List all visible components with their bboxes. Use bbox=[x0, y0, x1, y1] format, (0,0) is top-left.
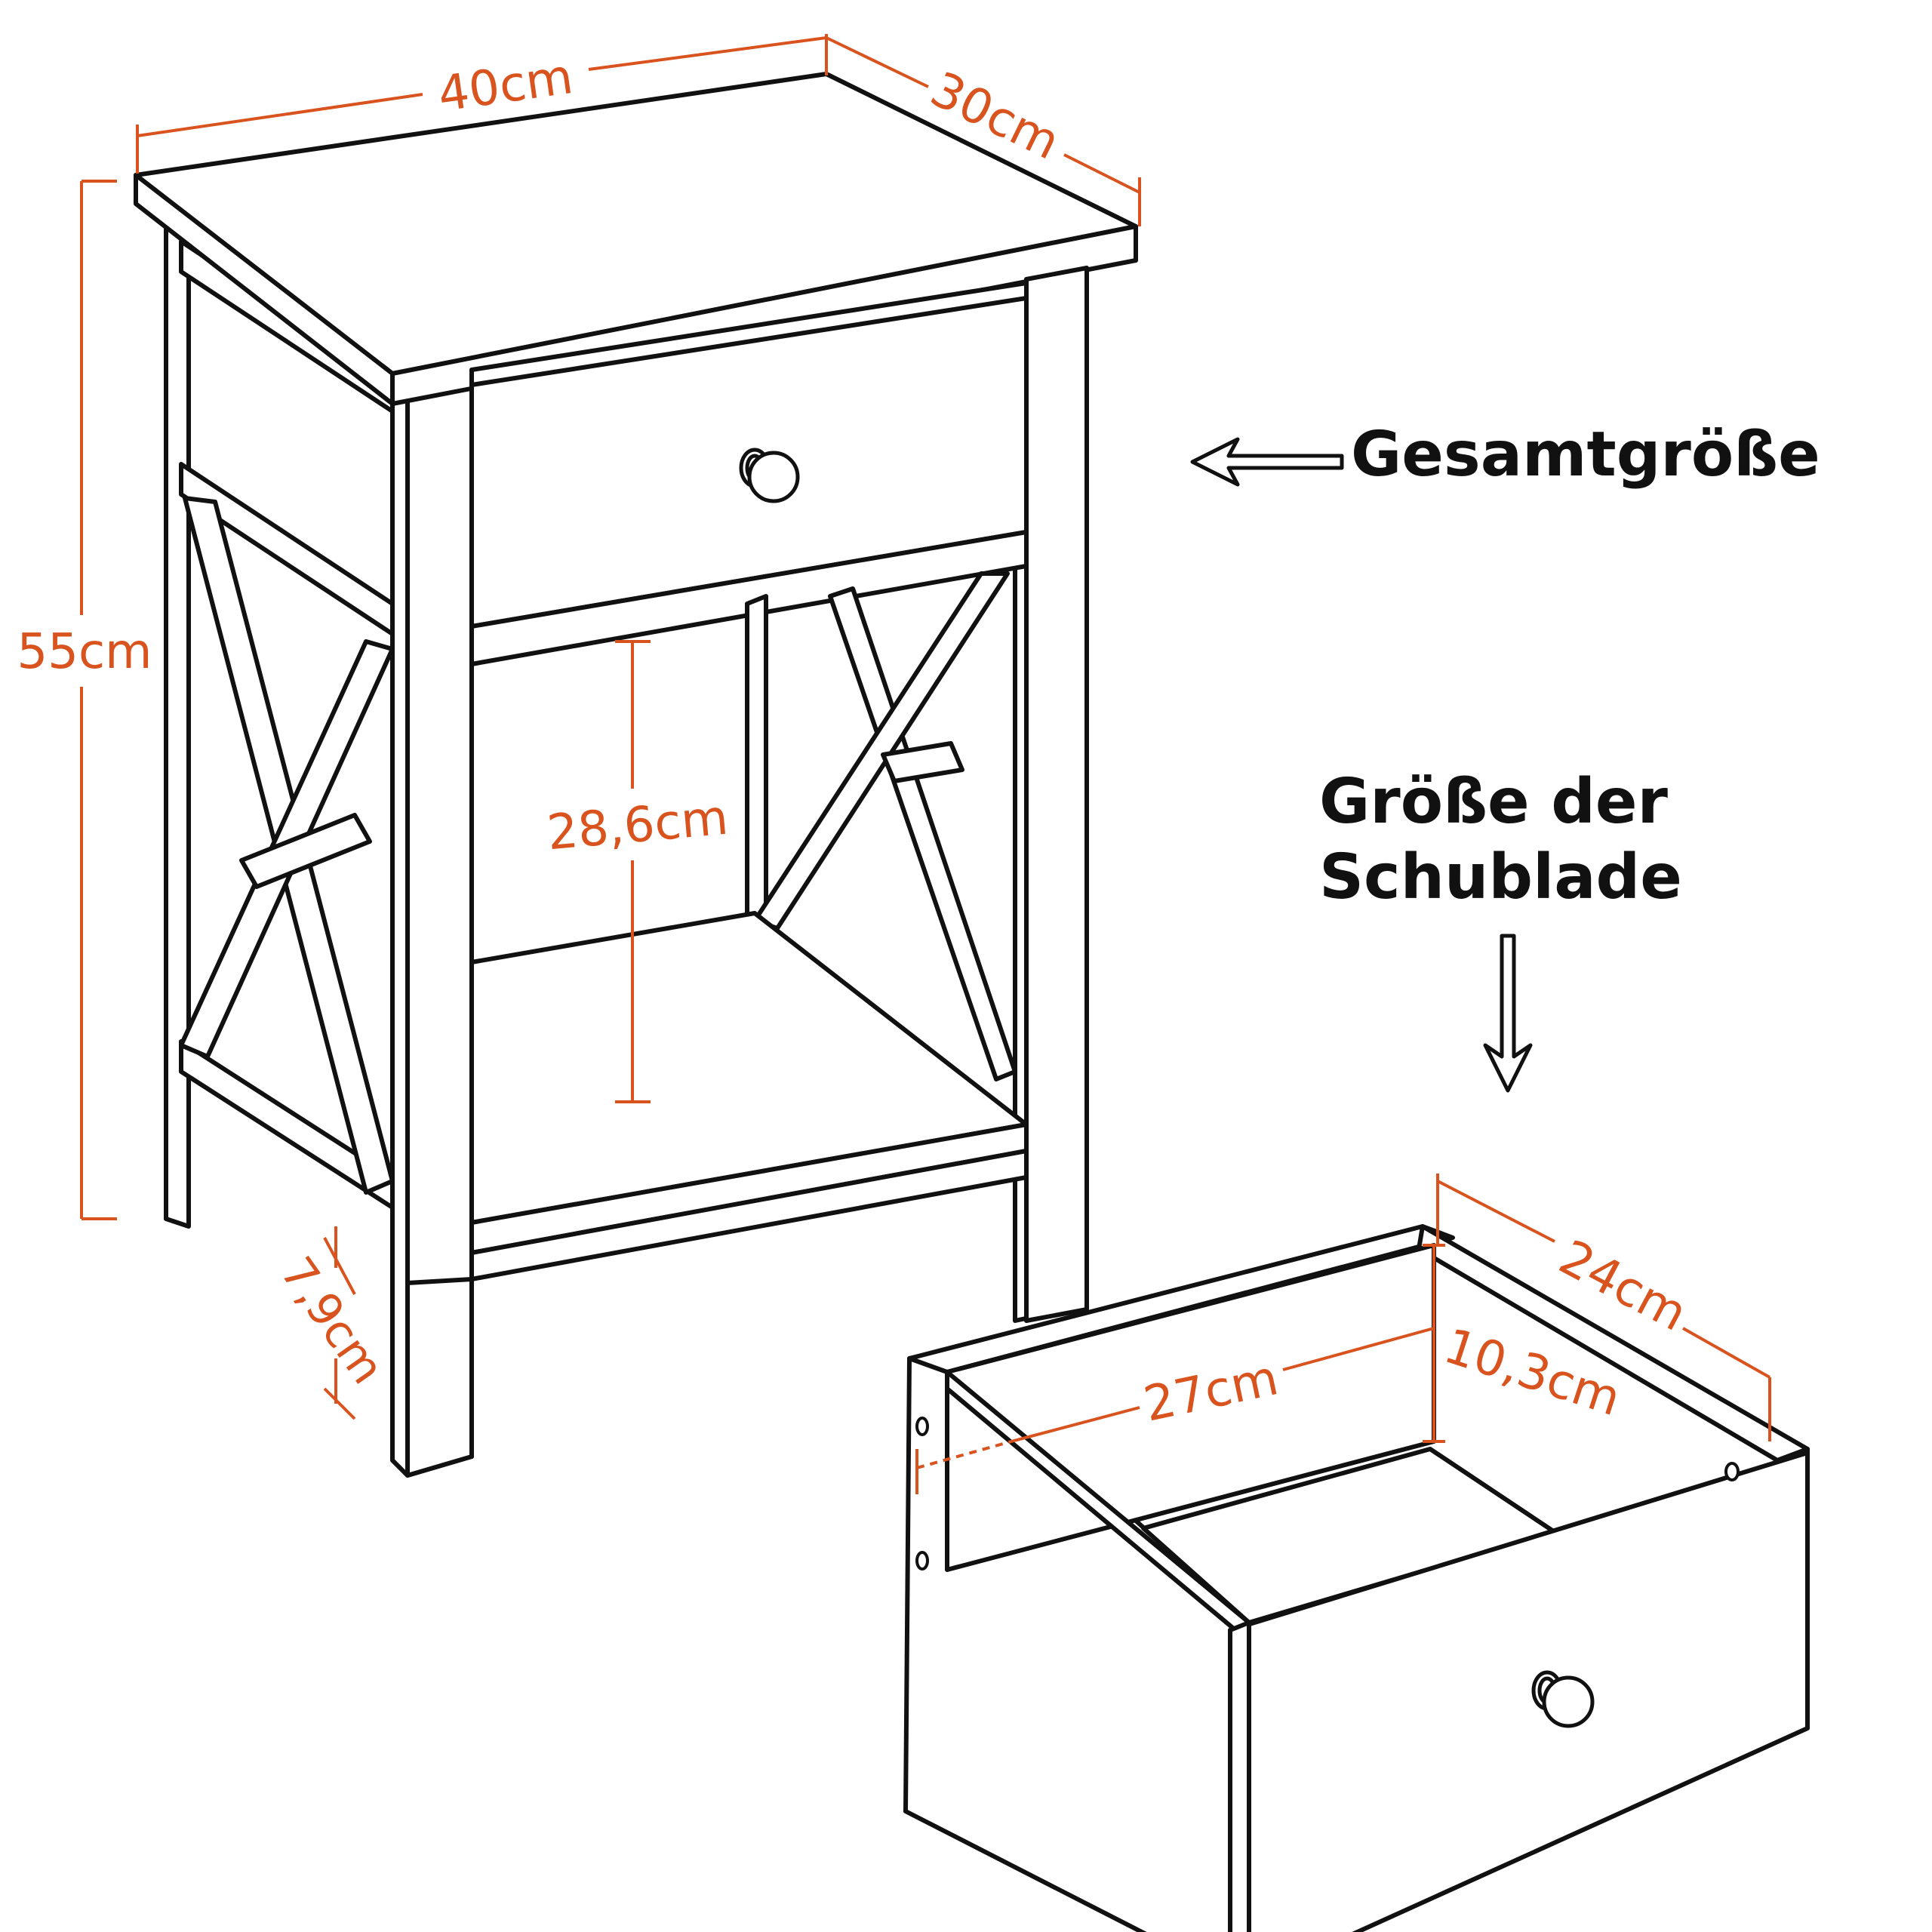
drawer-size-label-line2: Schublade bbox=[1319, 841, 1682, 913]
knob-icon bbox=[1531, 1670, 1595, 1728]
drawer-drawing bbox=[903, 1224, 1810, 1932]
arrow-down-icon bbox=[1483, 934, 1533, 1093]
dim-height-label: 55cm bbox=[17, 624, 152, 680]
arrow-left-icon bbox=[1190, 437, 1344, 487]
overall-size-label: Gesamtgröße bbox=[1351, 419, 1820, 491]
dowel-holes bbox=[915, 1417, 1740, 1571]
nightstand-drawing bbox=[134, 72, 1138, 1478]
knob-icon bbox=[739, 448, 800, 503]
dimension-lines bbox=[80, 34, 1771, 1443]
dim-shelf-gap-label: 28,6cm bbox=[545, 790, 731, 862]
dashed-guide bbox=[916, 1440, 1012, 1469]
drawer-size-label-line1: Größe der bbox=[1319, 766, 1669, 838]
dim-leg-clearance-label: 7,9cm bbox=[270, 1247, 395, 1393]
